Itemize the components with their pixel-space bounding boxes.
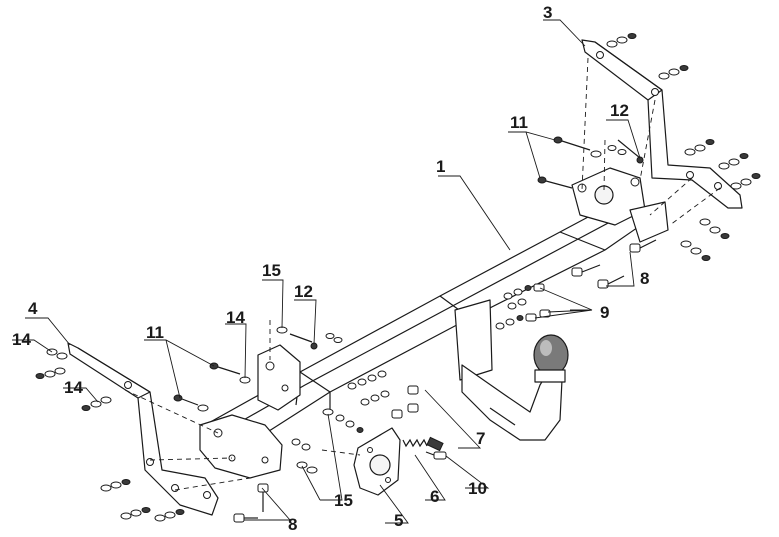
hardware-left-bolts-11-12-14-15 [173, 326, 343, 474]
callout-12-left: 12 [294, 282, 313, 301]
callout-6: 6 [430, 487, 439, 506]
callout-15-top: 15 [262, 261, 281, 280]
callout-labels: 1 3 4 5 6 7 8 8 9 10 11 11 12 12 14 14 1… [12, 3, 649, 534]
callout-10: 10 [468, 479, 487, 498]
callout-7: 7 [476, 429, 485, 448]
callout-11-left: 11 [146, 323, 164, 342]
callout-4: 4 [28, 299, 38, 318]
left-side-bracket-part-4 [67, 342, 219, 516]
callout-15-bottom: 15 [334, 491, 353, 510]
callout-14-left: 14 [12, 330, 31, 349]
right-side-bracket-part-3 [581, 39, 743, 209]
hardware-right-top [606, 33, 761, 261]
crossbar-right-bracket [571, 167, 669, 243]
callout-11-right: 11 [510, 113, 528, 132]
crossbar-left-end-plate [199, 344, 301, 479]
callout-12-right: 12 [610, 101, 629, 120]
hardware-center-bolts [335, 370, 419, 433]
hardware-bolts-8-left [233, 483, 269, 523]
assembly-guide-lines [124, 57, 721, 491]
callout-14-mid: 14 [64, 378, 83, 397]
hardware-bolt-10 [425, 451, 447, 460]
spring-part-6 [402, 436, 444, 452]
callout-14-top: 14 [226, 308, 245, 327]
hardware-bolts-8-right [571, 239, 657, 289]
callout-5: 5 [394, 511, 403, 530]
callout-3: 3 [543, 3, 552, 22]
hardware-left-bracket [35, 348, 185, 522]
callout-8-right: 8 [640, 269, 649, 288]
socket-plate-part-5 [353, 427, 401, 496]
callout-8-left: 8 [288, 515, 297, 534]
tow-ball-neck [454, 299, 569, 441]
hardware-bolts-9 [495, 283, 551, 330]
hardware-bolts-12-11-right [537, 136, 644, 189]
leader-lines [12, 19, 641, 524]
callout-1: 1 [436, 157, 445, 176]
callout-9: 9 [600, 303, 609, 322]
